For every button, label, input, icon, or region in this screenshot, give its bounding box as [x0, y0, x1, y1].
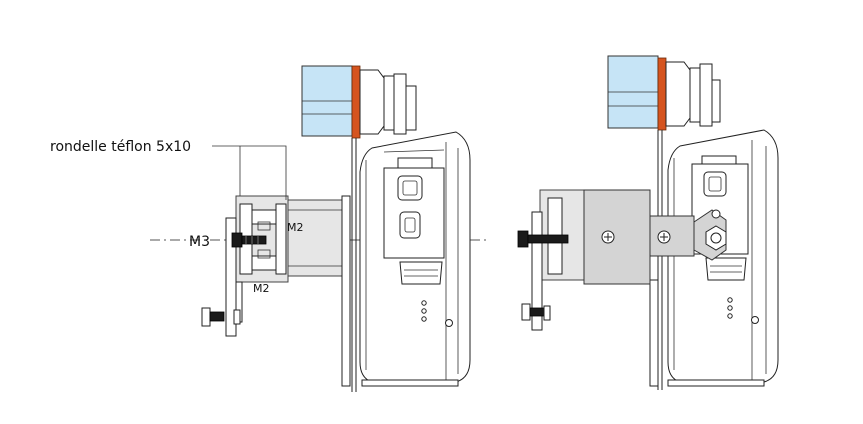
- m3-label: M3: [189, 234, 210, 250]
- left-motor: [301, 65, 417, 392]
- left-camera-body: [359, 131, 471, 387]
- right-camera-body: [667, 129, 779, 387]
- left-m3-screw: [231, 232, 267, 248]
- left-bracket: [225, 195, 351, 387]
- washer-label: rondelle téflon 5x10: [50, 139, 191, 155]
- m2-bottom-label: M2: [253, 282, 270, 295]
- washer-leader-line: [212, 145, 287, 200]
- right-lower-bolt: [521, 303, 551, 321]
- right-assembly: [517, 55, 779, 390]
- right-motor: [607, 55, 721, 390]
- bracket-plate: [583, 189, 651, 285]
- right-m3-screw: [517, 230, 569, 248]
- m2-top-label: M2: [287, 221, 304, 234]
- right-motor-flange: [657, 57, 667, 131]
- left-lower-bolt: [201, 307, 241, 327]
- left-assembly: [201, 65, 471, 392]
- left-motor-flange: [351, 65, 361, 139]
